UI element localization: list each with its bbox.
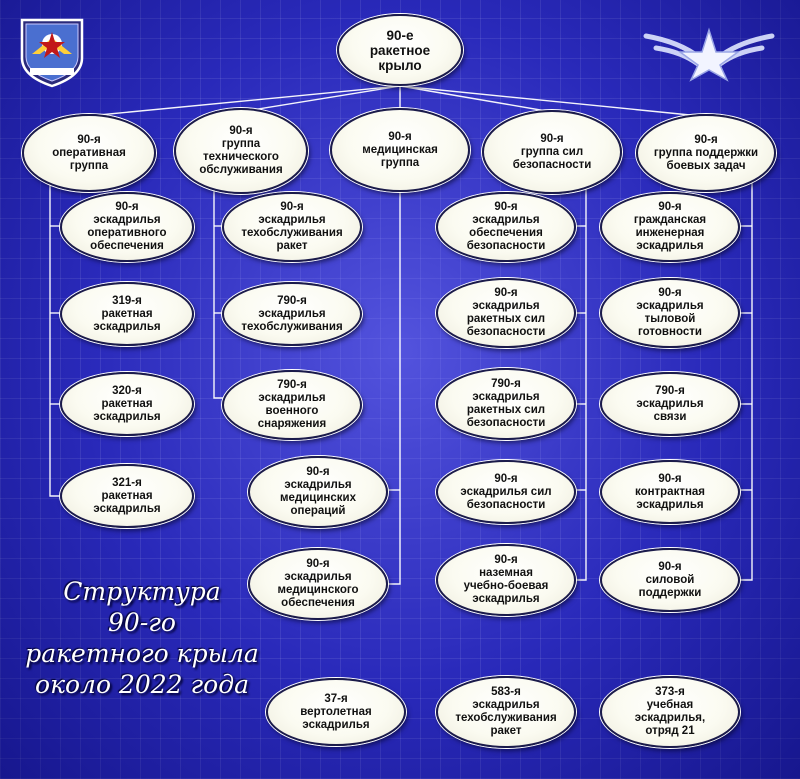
wing-node: 90-е ракетное крыло xyxy=(337,14,463,86)
missile-security-squadron-790-node: 790-я эскадрилья ракетных сил безопаснос… xyxy=(436,368,576,440)
missile-security-squadron-90-node: 90-я эскадрилья ракетных сил безопасност… xyxy=(436,278,576,348)
missile-squadron-321-node: 321-я ракетная эскадрилья xyxy=(60,464,194,528)
maintenance-group-node: 90-я группа технического обслуживания xyxy=(174,108,308,194)
medical-operations-squadron-node: 90-я эскадрилья медицинских операций xyxy=(248,456,388,528)
security-forces-squadron-node: 90-я эскадрилья сил безопасности xyxy=(436,460,576,524)
medical-support-squadron-node: 90-я эскадрилья медицинского обеспечения xyxy=(248,548,388,620)
medical-group-node: 90-я медицинская группа xyxy=(330,108,470,192)
wing-emblem-icon xyxy=(20,18,84,88)
maintenance-squadron-790-node: 790-я эскадрилья техобслуживания xyxy=(222,282,362,346)
munitions-squadron-790-node: 790-я эскадрилья военного снаряжения xyxy=(222,370,362,440)
training-squadron-373-node: 373-я учебная эскадрилья, отряд 21 xyxy=(600,676,740,748)
winged-star-icon xyxy=(643,27,775,82)
diagram-caption: Структура 90-го ракетного крыла около 20… xyxy=(25,577,259,699)
operations-group-node: 90-я оперативная группа xyxy=(22,114,156,192)
security-group-node: 90-я группа сил безопасности xyxy=(482,110,622,194)
logistics-readiness-squadron-node: 90-я эскадрилья тыловой готовности xyxy=(600,278,740,348)
civil-engineer-squadron-node: 90-я гражданская инженерная эскадрилья xyxy=(600,192,740,262)
ground-combat-training-squadron-node: 90-я наземная учебно-боевая эскадрилья xyxy=(436,544,576,616)
ops-support-squadron-node: 90-я эскадрилья оперативного обеспечения xyxy=(60,192,194,262)
force-support-squadron-node: 90-я силовой поддержки xyxy=(600,548,740,612)
security-support-squadron-node: 90-я эскадрилья обеспечения безопасности xyxy=(436,192,576,262)
missile-maintenance-squadron-node: 90-я эскадрилья техобслуживания ракет xyxy=(222,192,362,262)
helicopter-squadron-node: 37-я вертолетная эскадрилья xyxy=(266,678,406,746)
missile-squadron-320-node: 320-я ракетная эскадрилья xyxy=(60,372,194,436)
contracting-squadron-node: 90-я контрактная эскадрилья xyxy=(600,460,740,524)
communications-squadron-790-node: 790-я эскадрилья связи xyxy=(600,372,740,436)
support-group-node: 90-я группа поддержки боевых задач xyxy=(636,114,776,192)
missile-squadron-319-node: 319-я ракетная эскадрилья xyxy=(60,282,194,346)
missile-maintenance-squadron-583-node: 583-я эскадрилья техобслуживания ракет xyxy=(436,676,576,748)
